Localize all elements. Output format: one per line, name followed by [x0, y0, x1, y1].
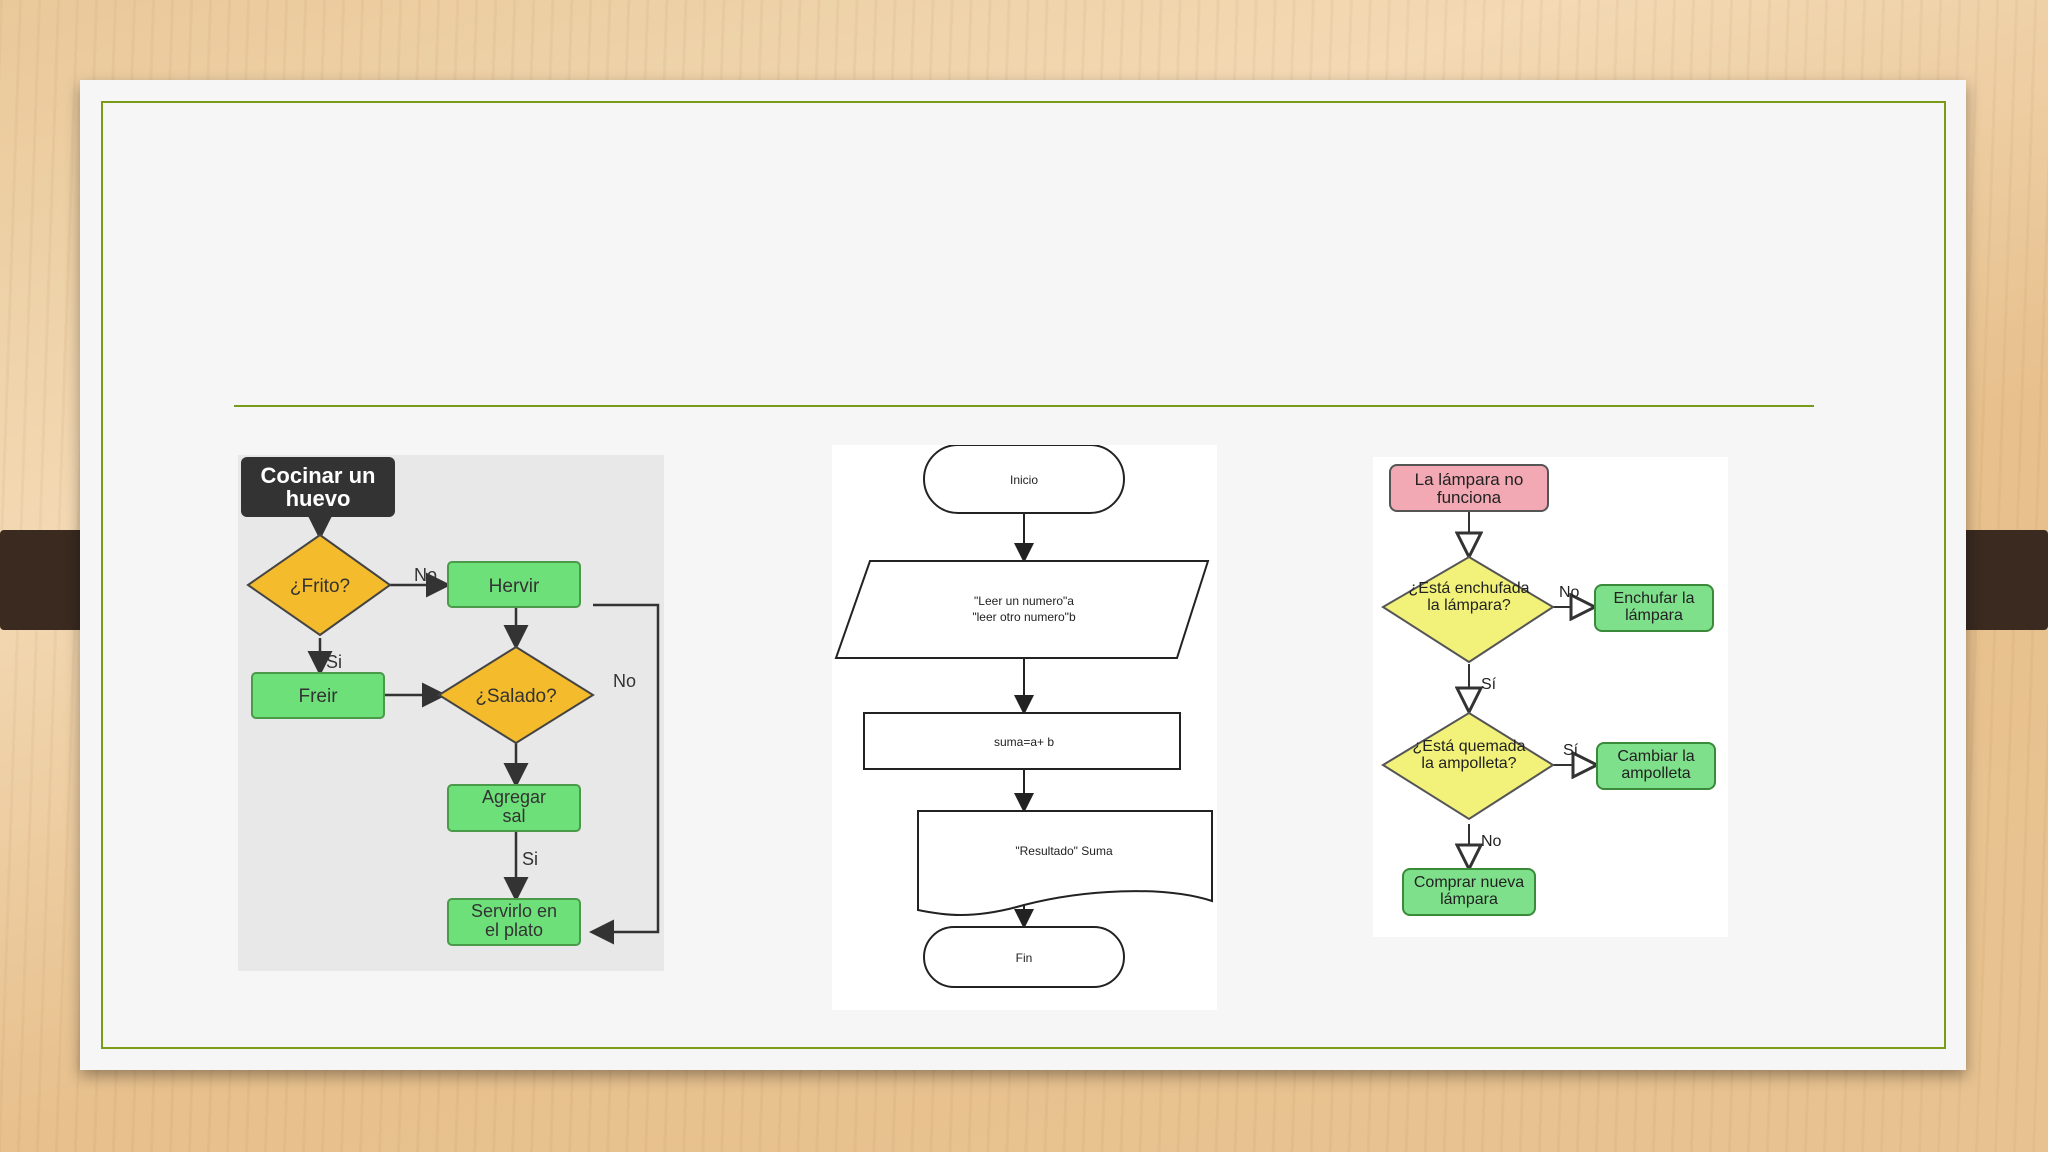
lamp-problem-node: [1389, 464, 1549, 512]
lamp-si-label-2: Sí: [1563, 742, 1579, 759]
lamp-no-label-2: No: [1481, 833, 1502, 850]
egg-si-label-2: Si: [522, 849, 538, 869]
sum-input-node: [834, 560, 1210, 659]
egg-boil-node: [447, 561, 581, 608]
egg-fried-decision: [246, 533, 392, 637]
egg-fry-node: [251, 672, 385, 719]
egg-no-label-1: No: [414, 565, 437, 585]
egg-fried-label: ¿Frito?: [290, 576, 350, 597]
lamp-buy-node: [1402, 868, 1536, 916]
sum-input-line2: "leer otro numero"b: [972, 610, 1076, 624]
egg-boil-label: Hervir: [489, 576, 540, 597]
sum-process-node: [863, 712, 1181, 770]
sum-start-label: Inicio: [1010, 473, 1038, 487]
sum-output-label: "Resultado" Suma: [1015, 844, 1113, 858]
slide-frame: [101, 101, 1946, 1049]
sum-output-node: [917, 810, 1213, 916]
sum-end-label: Fin: [1016, 951, 1033, 965]
sum-start-node: [923, 445, 1125, 514]
lamp-replace-node: [1596, 742, 1716, 790]
egg-serve-node: [447, 898, 581, 946]
sum-flowchart: Inicio "Leer un numero"a "leer otro nume…: [832, 445, 1217, 1010]
sum-end-node: [923, 926, 1125, 988]
sum-input-line1: "Leer un numero"a: [974, 594, 1074, 608]
egg-salted-label: ¿Salado?: [475, 686, 556, 707]
lamp-no-label-1: No: [1559, 584, 1580, 601]
egg-no-label-2: No: [613, 671, 636, 691]
sum-process-label: suma=a+ b: [994, 735, 1054, 749]
egg-salted-decision: [437, 645, 595, 745]
lamp-si-label-1: Sí: [1481, 676, 1497, 693]
lamp-plugged-decision: [1381, 555, 1555, 664]
lamp-burned-decision: [1381, 711, 1555, 821]
lamp-plugin-node: [1594, 584, 1714, 632]
title-divider: [234, 405, 1814, 407]
egg-si-label-1: Si: [326, 652, 342, 672]
egg-start-node: [241, 457, 395, 517]
egg-add-salt-node: [447, 784, 581, 832]
egg-fry-label: Freir: [298, 686, 338, 707]
